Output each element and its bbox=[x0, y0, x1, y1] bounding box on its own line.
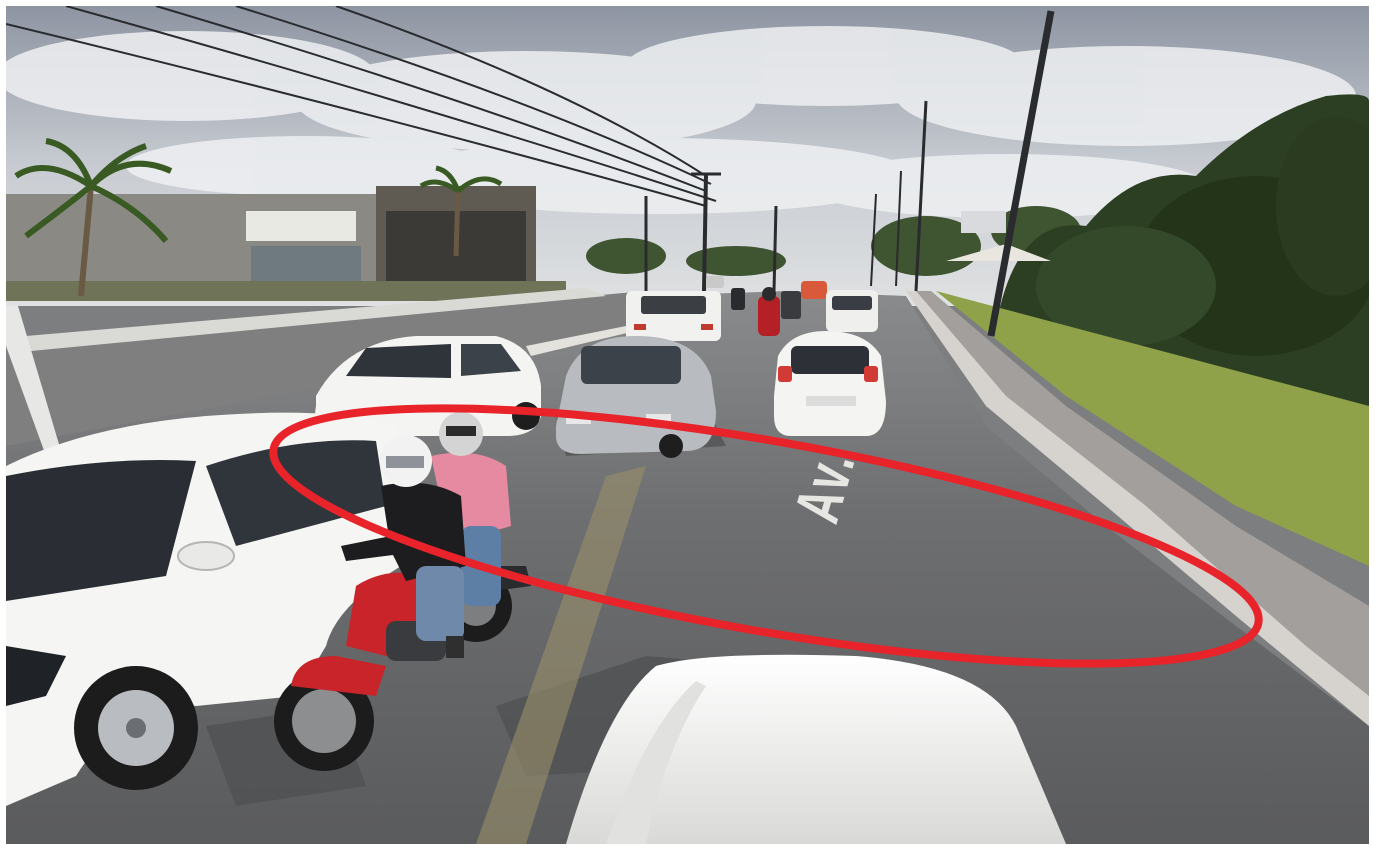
red-annotation-ellipse bbox=[269, 404, 1263, 668]
palm-tree-left bbox=[14, 138, 173, 297]
road-opposite-lanes bbox=[6, 291, 646, 446]
median-curb bbox=[26, 288, 606, 351]
street-photo: Av. bbox=[6, 6, 1369, 844]
distant-motorcycle bbox=[758, 287, 780, 336]
silver-sedan bbox=[556, 336, 716, 458]
white-pillar-left bbox=[6, 306, 61, 456]
power-lines bbox=[6, 6, 717, 207]
white-pickup-truck bbox=[626, 291, 721, 341]
white-suv-far-right bbox=[826, 290, 878, 332]
white-hatchback-right bbox=[774, 331, 886, 436]
lane-markings bbox=[476, 326, 646, 844]
motorcycle-with-two-riders bbox=[274, 412, 531, 771]
utility-poles bbox=[644, 10, 1055, 337]
distant-traffic bbox=[706, 276, 827, 319]
palm-tree-center bbox=[419, 165, 503, 257]
grass-right bbox=[936, 291, 1369, 566]
curb-right bbox=[906, 291, 1369, 726]
roadside-canopy bbox=[946, 211, 1051, 261]
street-scene: Av. bbox=[6, 6, 1369, 844]
white-car-foreground-left bbox=[6, 412, 426, 806]
